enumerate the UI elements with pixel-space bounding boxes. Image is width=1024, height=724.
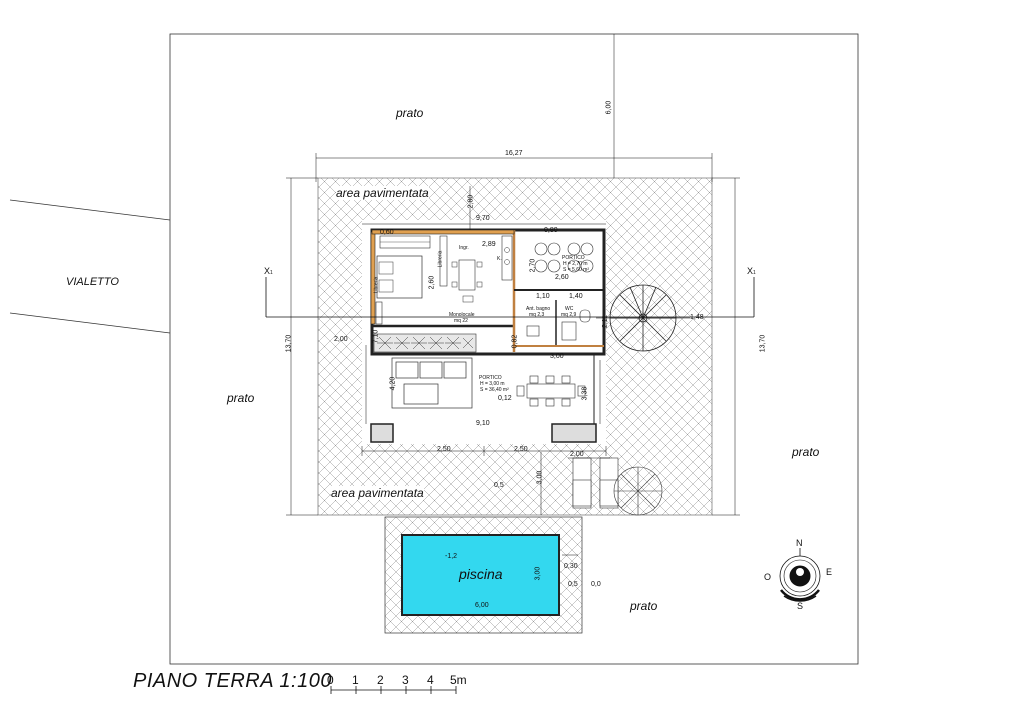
scale-tick-3: 3: [402, 673, 409, 687]
dim-0-30: 0,30: [564, 563, 578, 570]
dim-0-80: 0,80: [544, 227, 558, 234]
dim-2-60-v: 2,60: [428, 275, 436, 290]
dim-1-48: 1,48: [690, 314, 704, 321]
dim-2-80: 2,80: [467, 194, 475, 209]
dim-2-00-left: 2,00: [334, 336, 348, 343]
wc-fixture: [579, 309, 591, 323]
outdoor-dining: [516, 375, 586, 407]
dim-1-40: 1,40: [569, 293, 583, 300]
label-area-pavimentata-top: area pavimentata: [336, 186, 429, 200]
lot-boundary: [169, 33, 859, 665]
dim-2-50-a: 2,50: [437, 446, 451, 453]
label-wc: WC: [565, 306, 574, 312]
dim-2-70: 2,70: [529, 258, 537, 273]
pool-water: [401, 534, 560, 616]
label-prato-top: prato: [396, 106, 424, 120]
label-libreria: Libreria: [437, 250, 444, 268]
dim-2-60-h: 2,60: [555, 274, 569, 281]
vialetto-edge-top: [9, 199, 171, 221]
level-0-12: 0,12: [498, 395, 512, 402]
label-portico-small-s: S = 5,60 m²: [563, 267, 589, 273]
kitchen-counter: [501, 235, 513, 281]
dim-2-50-b: 2,50: [514, 446, 528, 453]
sofa: [391, 357, 473, 409]
label-k: K.: [497, 256, 502, 262]
dim-13-70-left: 13,70: [285, 334, 293, 353]
compass-n: N: [796, 538, 803, 548]
drawing-title: PIANO TERRA 1:100: [133, 670, 332, 692]
column-br: [551, 423, 597, 443]
label-piscina: piscina: [459, 566, 503, 582]
label-portico-main-h: H = 3,00 m: [480, 381, 505, 387]
dim-3-00-v: 3,00: [536, 470, 544, 485]
label-vialetto: VIALETTO: [66, 276, 119, 288]
label-monolocale: Monolocale: [449, 312, 475, 318]
wall-accent-top: [371, 229, 515, 235]
sink: [526, 325, 540, 337]
small-table: [458, 259, 476, 291]
scale-tick-1: 1: [352, 673, 359, 687]
label-portico-main: PORTICO: [479, 375, 502, 381]
section-marker-left: X1: [264, 266, 273, 276]
dim-3-00-pool: 3,00: [534, 566, 542, 581]
section-line: [265, 277, 755, 318]
shower: [561, 321, 577, 341]
label-prato-right: prato: [792, 445, 820, 459]
label-wc-mq: mq 2,9: [561, 312, 577, 318]
dim-1-10: 1,10: [536, 293, 550, 300]
label-ingr: Ingr.: [459, 245, 469, 251]
scale-tick-4: 4: [427, 673, 434, 687]
label-portico-small: PORTICO: [562, 255, 585, 261]
dim-2-00-b: 2,00: [570, 451, 584, 458]
label-portico-small-h: H = 2,70 m: [563, 261, 588, 267]
sun-loungers: [572, 457, 619, 509]
dim-3-00-h: 3,00: [550, 353, 564, 360]
dimension-lines: [286, 34, 740, 556]
umbrella: [613, 466, 663, 516]
dim-4-20: 4,20: [389, 376, 397, 391]
dim-2-11: 2,11: [602, 314, 610, 329]
label-prato-left: prato: [227, 391, 255, 405]
libreria-shelf: [439, 235, 448, 287]
vialetto-edge-bottom: [9, 312, 171, 334]
dim-16-27: 16,27: [505, 150, 523, 157]
level-0-5-b: 0,5: [568, 581, 578, 588]
dim-6-00-top: 6,00: [605, 100, 613, 115]
column-bl: [370, 423, 394, 443]
scale-tick-2: 2: [377, 673, 384, 687]
label-ant-bagno: Ant. bagno: [526, 306, 551, 312]
dim-0-82: 0,82: [511, 334, 519, 349]
scale-tick-5m: 5m: [450, 673, 467, 687]
compass-rose: [779, 548, 821, 602]
level-0-5-a: 0,5: [494, 482, 504, 489]
dim-6-00-pool: 6,00: [475, 602, 489, 609]
level-0-0: 0,0: [591, 581, 601, 588]
libreria-shelf-2: [375, 301, 383, 325]
plants: [377, 336, 474, 350]
label-ant-bagno-mq: mq 2,3: [529, 312, 545, 318]
label-libreria-2: Libreria: [373, 276, 380, 294]
dim-2-89: 2,89: [482, 241, 496, 248]
dim-3-38: 3,38: [581, 386, 589, 401]
label-monolocale-mq: mq 22: [454, 318, 468, 324]
compass-s: S: [797, 601, 804, 611]
dim-9-10: 9,10: [476, 420, 490, 427]
dim-9-70: 9,70: [476, 215, 490, 222]
small-portico-chairs: [534, 242, 594, 273]
scale-bar: [330, 686, 457, 694]
label-area-pavimentata-bottom: area pavimentata: [331, 486, 424, 500]
scale-tick-0: 0: [327, 673, 334, 687]
dim-13-70-right: 13,70: [759, 334, 767, 353]
bed: [376, 255, 423, 299]
dim-7-10: 7,10: [372, 329, 380, 344]
dim-0-60: 0,60: [380, 229, 394, 236]
compass-o: O: [764, 572, 772, 582]
label-prato-bottom: prato: [630, 599, 658, 613]
compass-e: E: [826, 567, 833, 577]
section-marker-right: X1: [747, 266, 756, 276]
label-portico-main-s: S = 36,40 m²: [480, 387, 509, 393]
level-minus-1-2: -1,2: [445, 553, 458, 560]
